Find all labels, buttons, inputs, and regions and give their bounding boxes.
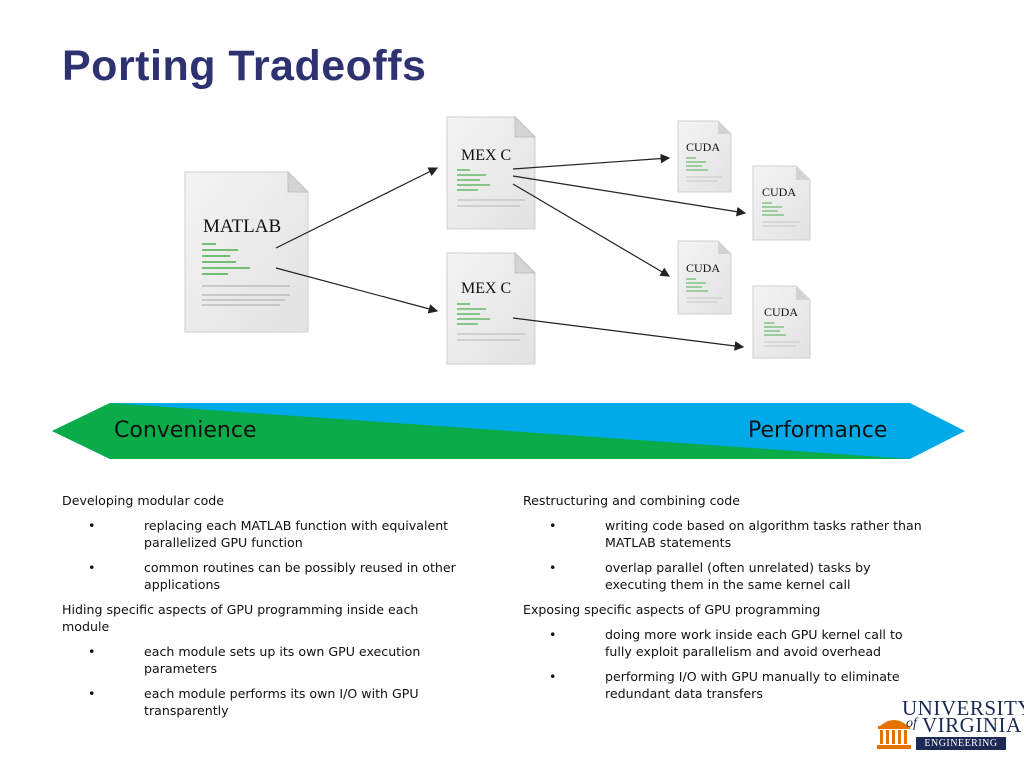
band-green <box>52 403 910 459</box>
arrow-mex-top-to-cuda-1 <box>512 153 671 170</box>
logo-engineering: ENGINEERING <box>916 737 1006 750</box>
matlab-label: MATLAB <box>203 216 281 237</box>
bullet-text: performing I/O with GPU manually to elim… <box>605 669 900 701</box>
bullet-glyph: • <box>549 627 557 642</box>
arrow-mex-bottom-to-cuda-4 <box>512 317 745 351</box>
logo-university: UNIVERSITY <box>902 696 1024 720</box>
arrow-mex-top-to-cuda-2 <box>512 175 747 217</box>
arrows <box>275 153 747 351</box>
bullet-glyph: • <box>549 560 557 575</box>
cuda-2-label: CUDA <box>762 185 796 199</box>
bullet-glyph: • <box>549 518 557 533</box>
logo-virginia: VIRGINIA <box>922 713 1022 737</box>
bullet-text: overlap parallel (often unrelated) tasks… <box>605 560 871 592</box>
list-item: • each module sets up its own GPU execut… <box>62 643 462 677</box>
right-heading-1: Restructuring and combining code <box>523 493 741 508</box>
logo-of: of <box>906 716 917 731</box>
mex-bottom-label: MEX C <box>461 280 511 297</box>
mex-top-label: MEX C <box>461 147 511 164</box>
performance-label: Performance <box>748 418 888 443</box>
list-item: • writing code based on algorithm tasks … <box>523 517 923 551</box>
list-item: • common routines can be possibly reused… <box>62 559 462 593</box>
bullet-glyph: • <box>88 518 96 533</box>
arrow-matlab-to-mex-bottom <box>275 267 439 314</box>
rotunda-icon <box>877 720 911 749</box>
cuda-document-3: CUDA <box>677 240 732 315</box>
left-heading-2: Hiding specific aspects of GPU programmi… <box>62 602 419 634</box>
slide-title: Porting Tradeoffs <box>62 42 427 90</box>
arrow-mex-top-to-cuda-3 <box>512 183 671 277</box>
tradeoff-band <box>52 403 965 459</box>
uva-engineering-logo: UNIVERSITY of VIRGINIA ENGINEERING <box>876 696 1024 756</box>
mex-top-document: MEX C <box>446 115 537 230</box>
bullet-glyph: • <box>88 686 96 701</box>
right-heading-2: Exposing specific aspects of GPU program… <box>523 602 821 617</box>
list-item: • replacing each MATLAB function with eq… <box>62 517 462 551</box>
right-column: Restructuring and combining code • writi… <box>523 492 923 710</box>
arrow-matlab-to-mex-top <box>275 167 439 249</box>
list-item: • performing I/O with GPU manually to el… <box>523 668 923 702</box>
bullet-glyph: • <box>88 644 96 659</box>
list-item: • doing more work inside each GPU kernel… <box>523 626 923 660</box>
cuda-document-1: CUDA <box>677 120 732 193</box>
convenience-label: Convenience <box>114 418 257 443</box>
bullet-text: each module sets up its own GPU executio… <box>144 644 421 676</box>
bullet-text: doing more work inside each GPU kernel c… <box>605 627 903 659</box>
bullet-glyph: • <box>549 669 557 684</box>
cuda-4-label: CUDA <box>764 305 798 319</box>
cuda-1-label: CUDA <box>686 140 720 154</box>
cuda-document-4: CUDA <box>752 285 811 359</box>
list-item: • each module performs its own I/O with … <box>62 685 462 719</box>
list-item: • overlap parallel (often unrelated) tas… <box>523 559 923 593</box>
cuda-document-2: CUDA <box>752 165 811 241</box>
bullet-text: writing code based on algorithm tasks ra… <box>605 518 922 550</box>
left-column: Developing modular code • replacing each… <box>62 492 462 727</box>
left-heading-1: Developing modular code <box>62 493 225 508</box>
bullet-text: each module performs its own I/O with GP… <box>144 686 419 718</box>
mex-bottom-document: MEX C <box>446 251 537 365</box>
bullet-text: common routines can be possibly reused i… <box>144 560 456 592</box>
matlab-document: MATLAB <box>184 170 310 333</box>
bullet-text: replacing each MATLAB function with equi… <box>144 518 449 550</box>
porting-diagram: MATLAB MEX C MEX C <box>184 115 811 365</box>
cuda-3-label: CUDA <box>686 261 720 275</box>
bullet-glyph: • <box>88 560 96 575</box>
